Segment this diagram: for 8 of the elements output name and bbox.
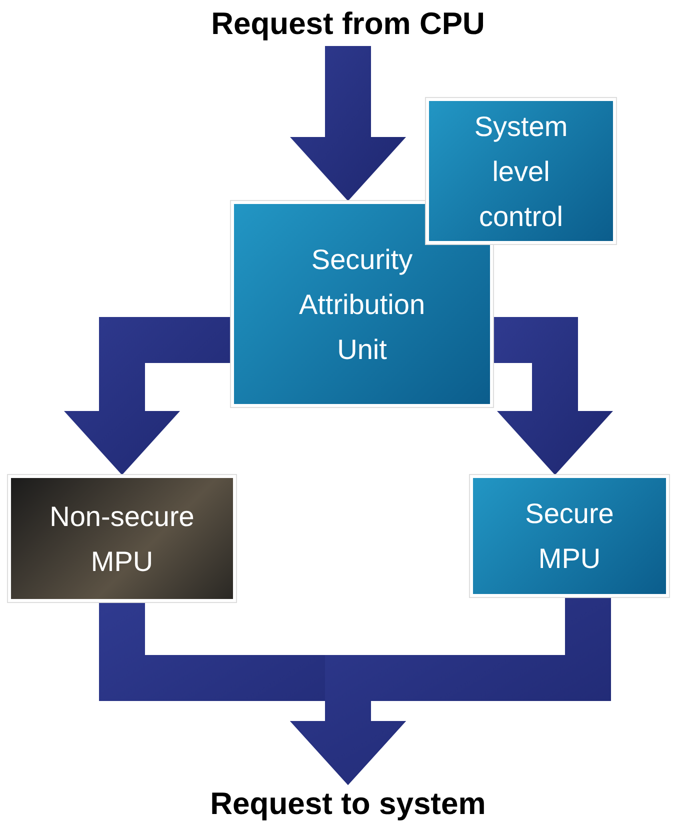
- output-label: Request to system: [150, 785, 546, 823]
- block-arrow: [493, 317, 613, 475]
- mpu-box: Secure MPU: [470, 475, 669, 597]
- block-arrow: [290, 597, 611, 785]
- input-label: Request from CPU: [150, 2, 546, 46]
- mpu-box: Non-secure MPU: [8, 475, 236, 602]
- control-box: System level control: [426, 98, 616, 244]
- block-arrow: [290, 46, 406, 201]
